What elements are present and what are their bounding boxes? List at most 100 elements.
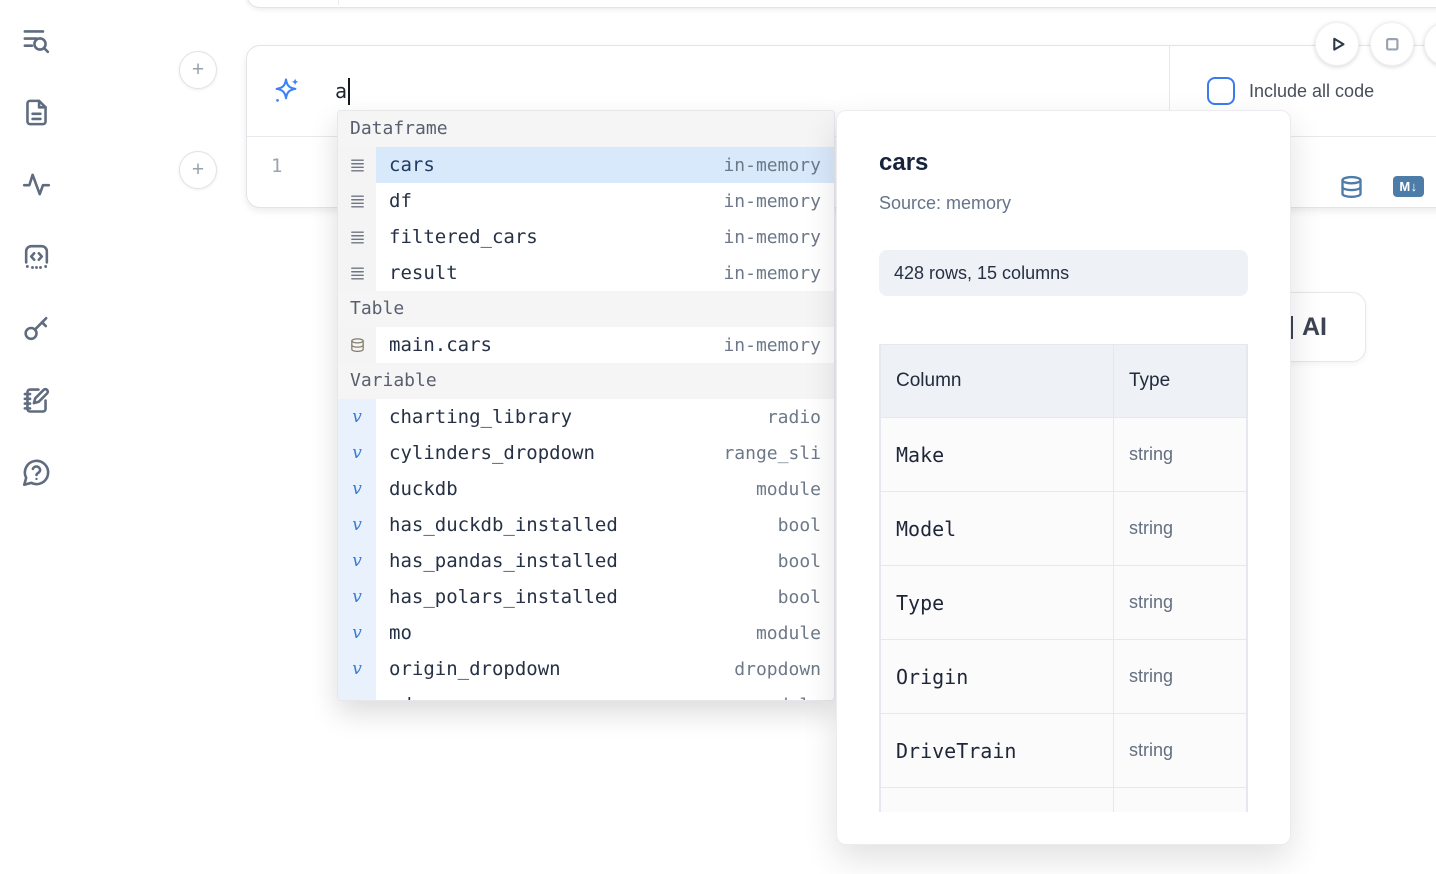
schema-column-type: string: [1113, 417, 1247, 492]
completion-item-name: cars: [389, 154, 435, 176]
completion-item-type: radio: [766, 406, 821, 428]
sidebar-toc-search-icon[interactable]: [20, 24, 52, 56]
sidebar: [0, 0, 72, 874]
schema-column-type: string: [1113, 565, 1247, 640]
completion-item-name: has_pandas_installed: [389, 550, 618, 572]
sidebar-help-icon[interactable]: [20, 456, 52, 488]
completion-item[interactable]: cars in-memory: [338, 147, 834, 183]
variable-icon: v: [352, 407, 362, 427]
dataframe-preview-panel: cars Source: memory 428 rows, 15 columns…: [836, 110, 1291, 845]
rows-icon: [338, 147, 376, 183]
variable-icon: v: [338, 687, 376, 700]
completion-item-type: module: [756, 695, 834, 701]
completion-item-name: charting_library: [389, 406, 573, 428]
completion-item[interactable]: v has_duckdb_installed bool: [338, 507, 834, 543]
rows-icon: [338, 183, 376, 219]
completion-section-header: Dataframe: [338, 111, 834, 147]
schema-column-name: [880, 787, 1114, 812]
completion-item[interactable]: df in-memory: [338, 183, 834, 219]
sidebar-file-text-icon[interactable]: [20, 96, 52, 128]
variable-icon: v: [338, 399, 376, 435]
schema-column-name: Make: [880, 417, 1114, 492]
variable-icon: v: [352, 443, 362, 463]
add-cell-above-button[interactable]: +: [179, 51, 217, 89]
completion-item-type: module: [755, 622, 821, 644]
shape-badge: 428 rows, 15 columns: [879, 250, 1248, 296]
completion-item[interactable]: filtered_cars in-memory: [338, 219, 834, 255]
variable-icon: v: [338, 507, 376, 543]
variable-icon: v: [338, 651, 376, 687]
type-header: Type: [1113, 344, 1247, 418]
completion-section-header: Variable: [338, 363, 834, 399]
completion-item-name: filtered_cars: [389, 226, 538, 248]
sidebar-snippets-icon[interactable]: [20, 240, 52, 272]
variable-icon: v: [338, 435, 376, 471]
completion-item-name: pd: [389, 694, 412, 700]
ai-button-label: AI: [1302, 312, 1327, 341]
completion-item-type: in-memory: [723, 226, 821, 248]
schema-row-partial: [880, 787, 1247, 812]
preview-title: cars: [879, 149, 929, 176]
markdown-badge-icon[interactable]: M↓: [1393, 176, 1424, 197]
column-header: Column: [880, 344, 1114, 418]
database-icon[interactable]: [1338, 174, 1365, 201]
sidebar-activity-icon[interactable]: [20, 168, 52, 200]
schema-column-name: DriveTrain: [880, 713, 1114, 788]
variable-icon: v: [352, 515, 362, 535]
variable-icon: v: [352, 479, 362, 499]
sidebar-scratchpad-icon[interactable]: [20, 384, 52, 416]
add-cell-below-button[interactable]: +: [179, 151, 217, 189]
play-icon: [1333, 37, 1345, 51]
schema-column-type: [1113, 787, 1247, 812]
schema-column-type: string: [1113, 491, 1247, 566]
completion-item-name: df: [389, 190, 412, 212]
ai-prompt-value: a: [335, 79, 348, 103]
previous-cell-bottom: [246, 0, 1436, 8]
variable-icon: v: [352, 659, 362, 679]
run-cell-button[interactable]: [1315, 22, 1359, 66]
completion-item-type: bool: [777, 514, 821, 536]
completion-item[interactable]: v cylinders_dropdown range_sli: [338, 435, 834, 471]
text-cursor: [348, 77, 351, 105]
sidebar-key-icon[interactable]: [20, 312, 52, 344]
completion-item-name: duckdb: [389, 478, 458, 500]
schema-header-row: Column Type: [880, 344, 1247, 418]
rows-icon: [338, 219, 376, 255]
schema-column-type: string: [1113, 639, 1247, 714]
stop-button[interactable]: [1370, 22, 1414, 66]
completion-section-header: Table: [338, 291, 834, 327]
completion-item-name: origin_dropdown: [389, 658, 561, 680]
completion-item[interactable]: v charting_library radio: [338, 399, 834, 435]
completion-item-type: range_sli: [723, 442, 821, 464]
sparkles-icon: [271, 76, 301, 106]
variable-icon: v: [338, 471, 376, 507]
previous-cell-divider: [338, 0, 339, 5]
prompt-options: Include all code: [1169, 46, 1436, 136]
completion-item[interactable]: v pd module: [338, 687, 834, 701]
schema-column-name: Type: [880, 565, 1114, 640]
completion-item-name: cylinders_dropdown: [389, 442, 595, 464]
schema-column-name: Model: [880, 491, 1114, 566]
completion-item-name: has_polars_installed: [389, 586, 618, 608]
include-all-code-checkbox[interactable]: [1207, 77, 1235, 105]
ai-prompt-input[interactable]: a Include all code: [247, 46, 1436, 136]
completion-item-name: has_duckdb_installed: [389, 514, 618, 536]
completion-item-type: in-memory: [723, 190, 821, 212]
completion-item-type: in-memory: [723, 154, 821, 176]
variable-icon: v: [338, 615, 376, 651]
schema-column-type: string: [1113, 713, 1247, 788]
completion-item-type: in-memory: [723, 262, 821, 284]
